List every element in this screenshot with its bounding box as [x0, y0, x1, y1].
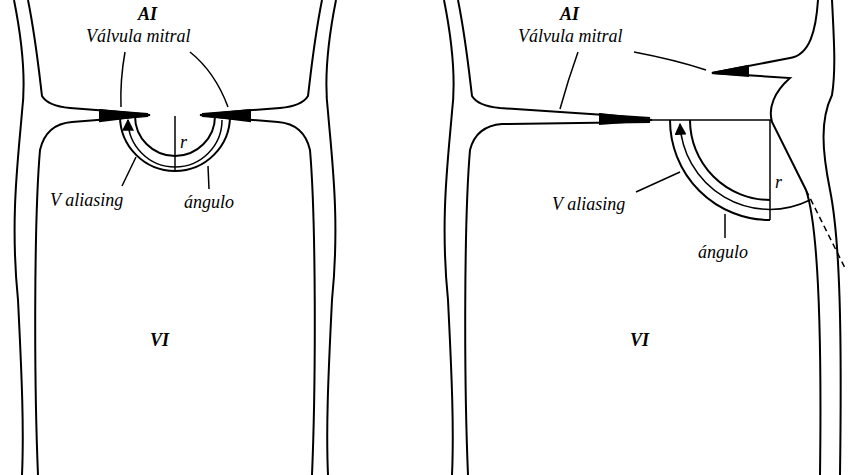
angle-arrow: [680, 124, 810, 209]
pisa-hemisphere: [120, 116, 230, 171]
leader-line: [634, 52, 706, 70]
wall-extension: [806, 190, 845, 268]
valve-leaflet: [100, 110, 150, 121]
pisa-hemisphere: [690, 120, 770, 200]
heart-wall: [444, 0, 454, 475]
valve-leaflet: [200, 110, 250, 121]
heart-wall: [824, 0, 841, 475]
heart-wall: [712, 0, 820, 475]
valve-plane: [650, 119, 772, 121]
heart-wall: [202, 0, 322, 114]
radius-line: [174, 116, 176, 171]
heart-wall: [35, 116, 148, 475]
annotation-label: ángulo: [698, 242, 748, 262]
heart-wall: [14, 0, 24, 475]
heart-wall: [458, 0, 650, 118]
valve-leaflet: [600, 114, 652, 124]
structure-label: Válvula mitral: [86, 26, 191, 46]
radius-line: [769, 120, 771, 220]
symbol-label: r: [775, 172, 782, 192]
leader-line: [121, 52, 125, 107]
chamber-label: VI: [150, 330, 169, 350]
leader-line: [724, 214, 726, 238]
annotation-label: V aliasing: [552, 194, 625, 214]
symbol-label: r: [180, 132, 187, 152]
angle-arrow: [128, 120, 222, 167]
heart-wall: [202, 116, 315, 475]
chamber-label: VI: [630, 330, 649, 350]
heart-wall: [28, 0, 148, 114]
annotation-label: V aliasing: [50, 190, 123, 210]
annotation-label: ángulo: [184, 192, 234, 212]
heart-wall: [326, 0, 336, 475]
valve-leaflet: [712, 66, 748, 76]
leader-line: [190, 52, 228, 107]
heart-wall: [465, 122, 650, 475]
structure-label: Válvula mitral: [518, 26, 623, 46]
leader-line: [122, 157, 136, 186]
chamber-label: AI: [138, 4, 157, 24]
pisa-hemisphere: [670, 120, 770, 220]
chamber-label: AI: [560, 4, 579, 24]
leader-line: [560, 52, 578, 109]
leader-line: [636, 172, 680, 192]
leader-line: [208, 166, 209, 189]
